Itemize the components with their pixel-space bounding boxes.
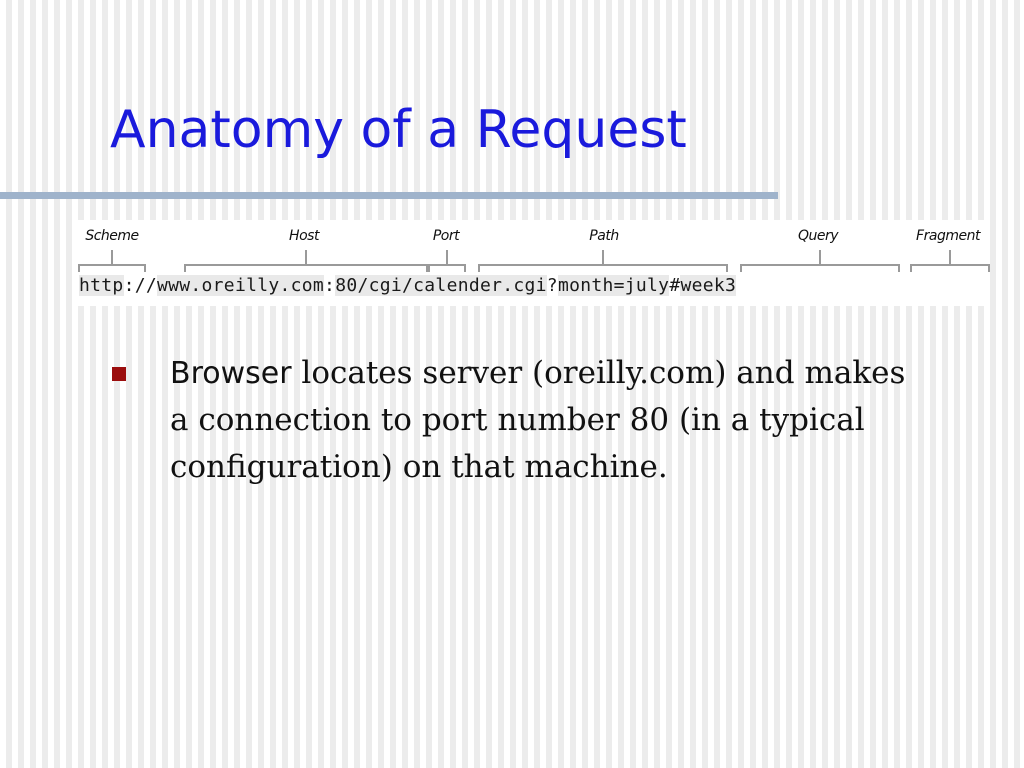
host-bracket bbox=[184, 264, 428, 272]
scheme-bracket bbox=[78, 264, 146, 272]
url-scheme: http bbox=[79, 275, 124, 296]
path-label: Path bbox=[589, 228, 619, 244]
url-port-separator: : bbox=[324, 275, 336, 296]
example-url: http://www.oreilly.com:80/cgi/calender.c… bbox=[79, 272, 737, 300]
fragment-bracket bbox=[910, 264, 990, 272]
path-bracket bbox=[478, 264, 728, 272]
url-anatomy-diagram: Scheme Host Port Path Query Fragment htt… bbox=[76, 220, 990, 306]
fragment-label: Fragment bbox=[916, 228, 980, 244]
url-query-separator: ? bbox=[546, 275, 558, 296]
url-query: month=july bbox=[557, 275, 670, 296]
bullet-body: locates server (oreilly.com) and makes a… bbox=[170, 355, 906, 485]
url-separator: :// bbox=[123, 275, 157, 296]
url-fragment-separator: # bbox=[669, 275, 681, 296]
slide-title: Anatomy of a Request bbox=[110, 100, 687, 160]
url-fragment: week3 bbox=[680, 275, 737, 296]
port-label: Port bbox=[432, 228, 460, 244]
bullet-item: Browser locates server (oreilly.com) and… bbox=[170, 350, 930, 491]
square-bullet-icon bbox=[112, 367, 126, 381]
query-label: Query bbox=[797, 228, 839, 244]
title-divider bbox=[0, 192, 778, 199]
url-host: www.oreilly.com bbox=[156, 275, 325, 296]
port-bracket bbox=[428, 264, 466, 272]
host-label: Host bbox=[289, 228, 319, 244]
query-bracket bbox=[740, 264, 900, 272]
url-path: /cgi/calender.cgi bbox=[357, 275, 547, 296]
url-port: 80 bbox=[335, 275, 358, 296]
bullet-lead-term: Browser bbox=[170, 356, 292, 391]
scheme-label: Scheme bbox=[85, 228, 139, 244]
